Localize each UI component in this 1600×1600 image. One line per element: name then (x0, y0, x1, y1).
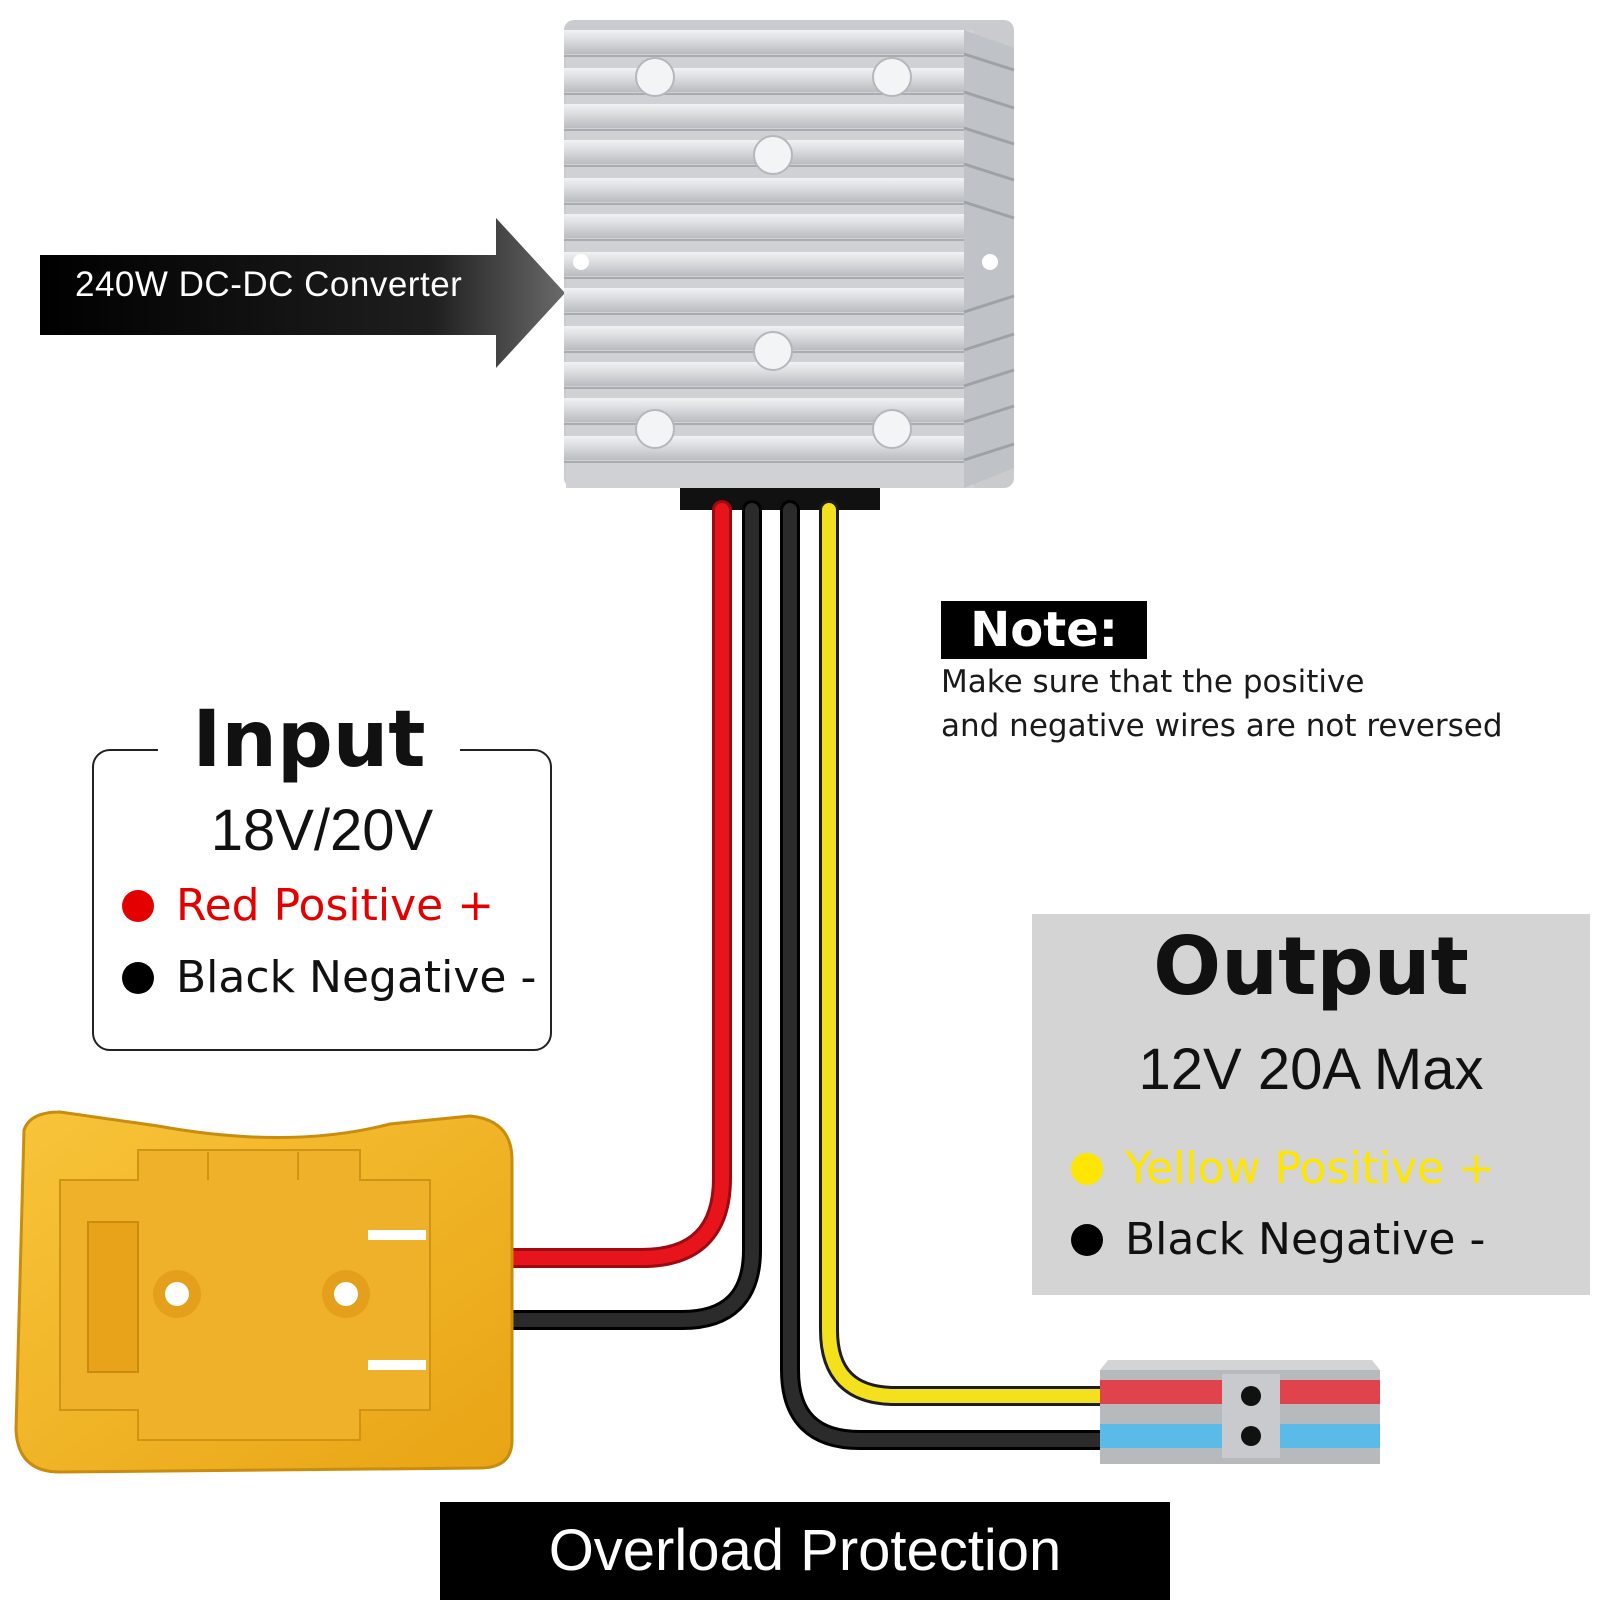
input-black-wire (498, 500, 762, 1330)
output-negative-legend: Black Negative - (1071, 1214, 1485, 1265)
black-dot-icon (122, 961, 154, 994)
battery-adapter (14, 1110, 514, 1474)
overload-protection-banner: Overload Protection (440, 1502, 1170, 1600)
input-title-gap (158, 715, 460, 785)
output-positive-label: Yellow Positive + (1125, 1143, 1495, 1194)
red-dot-icon (122, 889, 154, 922)
input-negative-label: Black Negative - (176, 952, 537, 1003)
lever-wire-connector (1100, 1360, 1380, 1464)
output-yellow-wire (819, 500, 1114, 1406)
note-text-line-2: and negative wires are not reversed (941, 708, 1503, 744)
input-title: Input (192, 695, 426, 785)
output-spec-box (1032, 914, 1590, 1295)
input-positive-legend: Red Positive + (122, 880, 494, 931)
input-negative-legend: Black Negative - (122, 952, 536, 1003)
input-red-wire (498, 500, 732, 1268)
input-voltage: 18V/20V (210, 798, 434, 863)
output-negative-label: Black Negative - (1125, 1214, 1486, 1265)
dc-dc-converter-heatsink (564, 20, 1015, 510)
output-positive-legend: Yellow Positive + (1071, 1143, 1495, 1194)
black-dot-icon (1071, 1223, 1103, 1256)
input-positive-label: Red Positive + (176, 880, 495, 931)
yellow-dot-icon (1071, 1152, 1103, 1185)
converter-arrow (40, 218, 565, 368)
output-black-wire (780, 500, 1114, 1450)
note-text-line-1: Make sure that the positive (941, 664, 1365, 700)
converter-label: 240W DC-DC Converter (75, 265, 463, 304)
note-heading: Note: (941, 601, 1147, 659)
output-rating: 12V 20A Max (1138, 1037, 1484, 1102)
output-title: Output (1153, 920, 1469, 1013)
